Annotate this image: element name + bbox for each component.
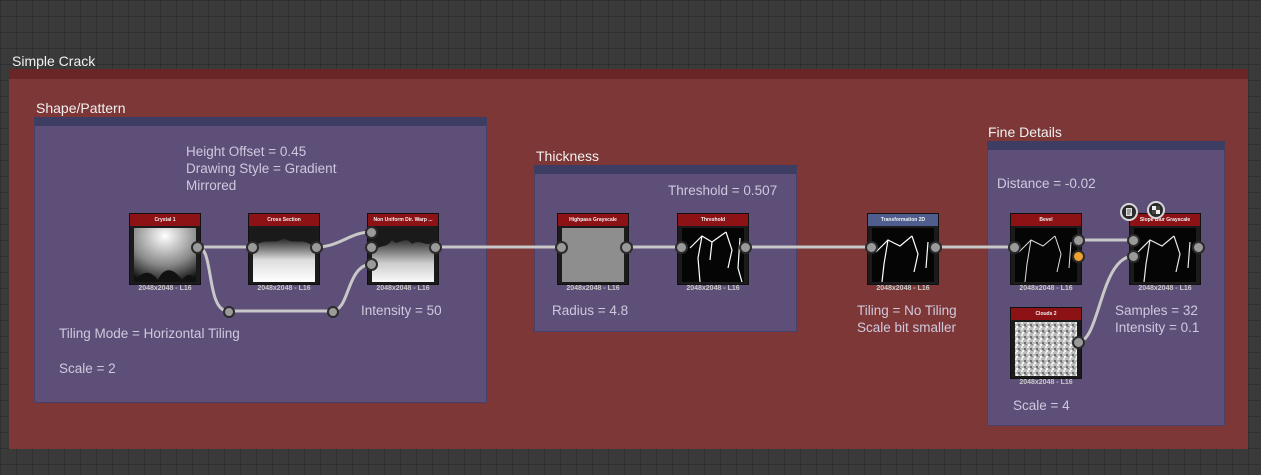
checker-icon[interactable] bbox=[1147, 201, 1165, 219]
res-cross-section: 2048x2048 - L16 bbox=[257, 285, 311, 292]
port-bevel-out[interactable] bbox=[1072, 234, 1085, 247]
comment-mirrored: Mirrored bbox=[186, 178, 237, 193]
node-title: Slope Blur Grayscale bbox=[1130, 214, 1200, 226]
node-transformation-2d[interactable]: Transformation 2D bbox=[867, 213, 939, 285]
thumbnail-cross-section bbox=[253, 228, 315, 282]
res-warp: 2048x2048 - L16 bbox=[376, 285, 430, 292]
comment-tiling-mode: Tiling Mode = Horizontal Tiling bbox=[59, 326, 240, 341]
port-warp-in-1[interactable] bbox=[365, 226, 378, 239]
node-crystal[interactable]: Crystal 1 bbox=[129, 213, 201, 285]
node-title: Transformation 2D bbox=[868, 214, 938, 226]
node-title: Clouds 2 bbox=[1011, 308, 1081, 320]
node-title: Crystal 1 bbox=[130, 214, 200, 226]
port-clouds-out[interactable] bbox=[1072, 336, 1085, 349]
port-cross-out[interactable] bbox=[310, 241, 323, 254]
node-threshold[interactable]: Threshold bbox=[677, 213, 749, 285]
node-non-uniform-warp[interactable]: Non Uniform Dir. Warp ... bbox=[367, 213, 439, 285]
node-slope-blur[interactable]: Slope Blur Grayscale bbox=[1129, 213, 1201, 285]
res-clouds: 2048x2048 - L16 bbox=[1019, 379, 1073, 386]
thumbnail-bevel bbox=[1015, 228, 1077, 282]
port-threshold-in[interactable] bbox=[675, 241, 688, 254]
comment-intensity-blur: Intensity = 0.1 bbox=[1115, 320, 1200, 335]
comment-scale-cloud: Scale = 4 bbox=[1013, 398, 1070, 413]
comment-scale-smaller: Scale bit smaller bbox=[857, 320, 957, 335]
port-blur-in-2[interactable] bbox=[1127, 250, 1140, 263]
node-title: Cross Section bbox=[249, 214, 319, 226]
comment-radius: Radius = 4.8 bbox=[552, 303, 629, 318]
res-crystal: 2048x2048 - L16 bbox=[138, 285, 192, 292]
reroute-dot-1[interactable] bbox=[223, 306, 235, 318]
port-bevel-in[interactable] bbox=[1008, 241, 1021, 254]
port-warp-in-3[interactable] bbox=[365, 258, 378, 271]
thumbnail-highpass bbox=[562, 228, 624, 282]
comment-height-offset: Height Offset = 0.45 bbox=[186, 144, 307, 159]
res-slope-blur: 2048x2048 - L16 bbox=[1138, 285, 1192, 292]
thumbnail-crystal bbox=[134, 228, 196, 282]
port-warp-out[interactable] bbox=[429, 241, 442, 254]
frame-title-simple-crack[interactable]: Simple Crack bbox=[12, 53, 96, 69]
res-threshold: 2048x2048 - L16 bbox=[686, 285, 740, 292]
comment-threshold: Threshold = 0.507 bbox=[668, 183, 778, 198]
frame-title-shape-pattern[interactable]: Shape/Pattern bbox=[36, 100, 126, 116]
res-highpass: 2048x2048 - L16 bbox=[566, 285, 620, 292]
port-highpass-in[interactable] bbox=[555, 241, 568, 254]
port-bevel-out-normal[interactable] bbox=[1072, 250, 1085, 263]
document-icon[interactable] bbox=[1120, 203, 1138, 221]
node-highpass[interactable]: Highpass Grayscale bbox=[557, 213, 629, 285]
thumbnail-clouds bbox=[1015, 322, 1077, 376]
thumbnail-slope-blur bbox=[1134, 228, 1196, 282]
wire-cloud-blur bbox=[1077, 254, 1135, 344]
node-title: Non Uniform Dir. Warp ... bbox=[368, 214, 438, 226]
port-transform-out[interactable] bbox=[929, 241, 942, 254]
reroute-dot-2[interactable] bbox=[327, 306, 339, 318]
wire-cross-warp bbox=[315, 230, 372, 249]
port-warp-in-2[interactable] bbox=[365, 241, 378, 254]
node-title: Threshold bbox=[678, 214, 748, 226]
thumbnail-warp bbox=[372, 228, 434, 282]
node-title: Bevel bbox=[1011, 214, 1081, 226]
thumbnail-transform bbox=[872, 228, 934, 282]
frame-title-thickness[interactable]: Thickness bbox=[536, 148, 600, 164]
comment-samples: Samples = 32 bbox=[1115, 303, 1198, 318]
comment-scale-shape: Scale = 2 bbox=[59, 361, 116, 376]
res-transform: 2048x2048 - L16 bbox=[876, 285, 930, 292]
comment-tiling: Tiling = No Tiling bbox=[857, 303, 957, 318]
thumbnail-threshold bbox=[682, 228, 744, 282]
port-transform-in[interactable] bbox=[865, 241, 878, 254]
port-blur-out[interactable] bbox=[1192, 241, 1205, 254]
port-highpass-out[interactable] bbox=[620, 241, 633, 254]
comment-distance: Distance = -0.02 bbox=[997, 176, 1096, 191]
frame-title-fine-details[interactable]: Fine Details bbox=[988, 124, 1062, 140]
port-cross-in[interactable] bbox=[246, 241, 259, 254]
comment-intensity-warp: Intensity = 50 bbox=[361, 303, 442, 318]
port-blur-in-1[interactable] bbox=[1127, 234, 1140, 247]
res-bevel: 2048x2048 - L16 bbox=[1019, 285, 1073, 292]
port-crystal-out[interactable] bbox=[191, 241, 204, 254]
node-title: Highpass Grayscale bbox=[558, 214, 628, 226]
node-clouds[interactable]: Clouds 2 bbox=[1010, 307, 1082, 379]
port-threshold-out[interactable] bbox=[739, 241, 752, 254]
comment-drawing-style: Drawing Style = Gradient bbox=[186, 161, 337, 176]
